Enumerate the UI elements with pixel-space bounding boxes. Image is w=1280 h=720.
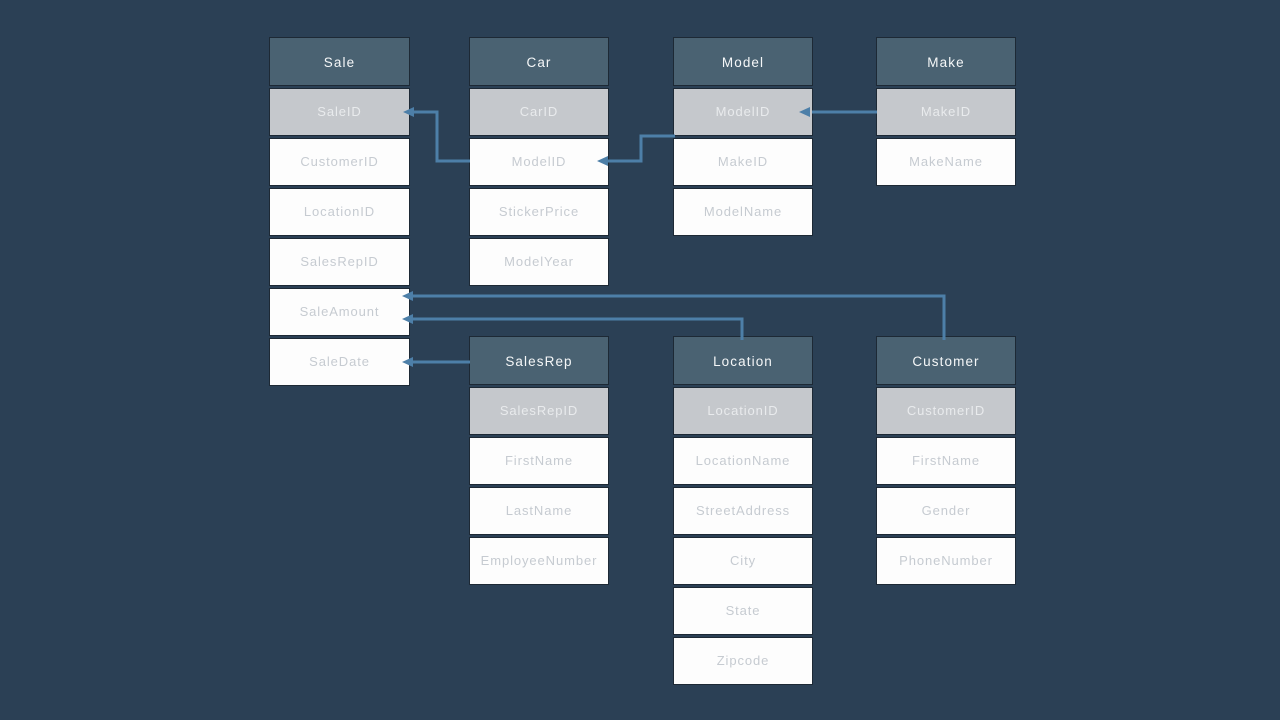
table-sale-field-customerid: CustomerID	[269, 138, 410, 186]
table-model-field-makeid: MakeID	[673, 138, 813, 186]
table-make-field-makename: MakeName	[876, 138, 1016, 186]
table-location-field-locationid: LocationID	[673, 387, 813, 435]
table-sale-title: Sale	[269, 37, 410, 86]
table-location-title: Location	[673, 336, 813, 385]
table-make-field-makeid: MakeID	[876, 88, 1016, 136]
table-location-field-state: State	[673, 587, 813, 635]
connector-car-modelid-to-model	[608, 134, 675, 163]
table-salesrep-field-employeenumber: EmployeeNumber	[469, 537, 609, 585]
table-car-field-stickerprice: StickerPrice	[469, 188, 609, 236]
table-customer-field-customerid: CustomerID	[876, 387, 1016, 435]
table-model-title: Model	[673, 37, 813, 86]
table-customer-field-phonenumber: PhoneNumber	[876, 537, 1016, 585]
table-sale-field-salesrepid: SalesRepID	[269, 238, 410, 286]
table-sale-field-saleamount: SaleAmount	[269, 288, 410, 336]
table-salesrep-field-lastname: LastName	[469, 487, 609, 535]
table-salesrep-field-salesrepid: SalesRepID	[469, 387, 609, 435]
table-location-field-streetaddress: StreetAddress	[673, 487, 813, 535]
connector-sale-saleid-to-car-modelid	[410, 110, 470, 163]
table-location-field-zipcode: Zipcode	[673, 637, 813, 685]
table-sale-field-saleid: SaleID	[269, 88, 410, 136]
table-sale-field-saledate: SaleDate	[269, 338, 410, 386]
table-car-field-modelyear: ModelYear	[469, 238, 609, 286]
table-car-field-modelid: ModelID	[469, 138, 609, 186]
table-customer-field-gender: Gender	[876, 487, 1016, 535]
table-salesrep-field-firstname: FirstName	[469, 437, 609, 485]
table-customer-title: Customer	[876, 336, 1016, 385]
table-model-field-modelid: ModelID	[673, 88, 813, 136]
table-salesrep-title: SalesRep	[469, 336, 609, 385]
table-customer-field-firstname: FirstName	[876, 437, 1016, 485]
table-car-field-carid: CarID	[469, 88, 609, 136]
table-location-field-city: City	[673, 537, 813, 585]
connector-sale-to-customer	[410, 294, 946, 340]
table-make-title: Make	[876, 37, 1016, 86]
table-car-title: Car	[469, 37, 609, 86]
table-location-field-locationname: LocationName	[673, 437, 813, 485]
table-sale-field-locationid: LocationID	[269, 188, 410, 236]
table-model-field-modelname: ModelName	[673, 188, 813, 236]
